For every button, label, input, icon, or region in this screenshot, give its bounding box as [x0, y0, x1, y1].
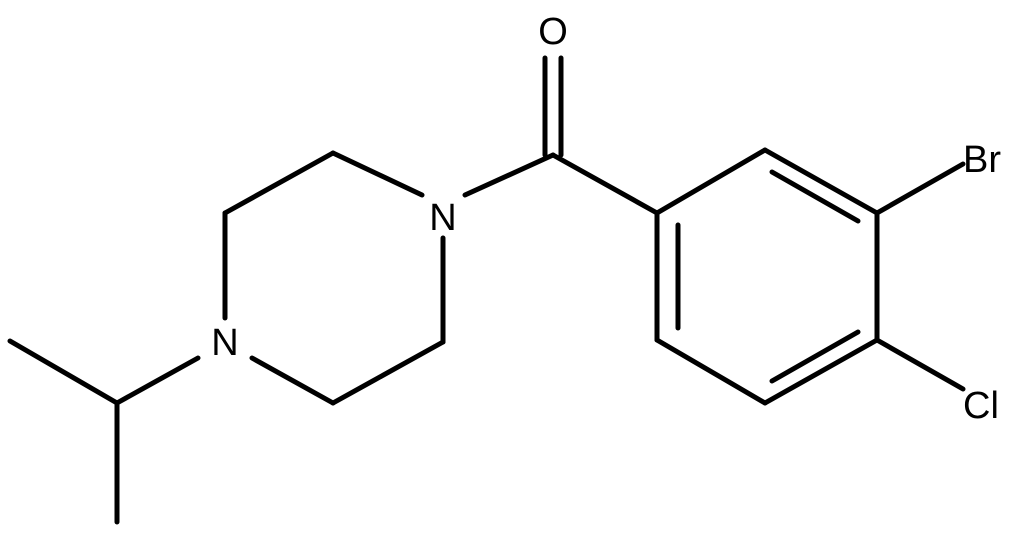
piperazine-bond-4 [249, 355, 336, 406]
nitrogen-isopropyl-label: N [211, 322, 238, 364]
piperazine-bond-1 [330, 150, 425, 198]
ring-to-cl-bond [874, 337, 966, 392]
carbonyl-to-ring-bond [550, 152, 660, 216]
n-to-isopropyl-bond [114, 355, 201, 406]
isopropyl-methyl-bond-1 [7, 338, 120, 406]
benzene-bond-2 [762, 147, 880, 216]
benzene-bond-1 [654, 147, 768, 216]
bromine-label: Br [963, 139, 1001, 181]
benzene-bond-5 [654, 337, 768, 406]
piperazine-bond-2 [222, 150, 336, 216]
nitrogen-carbonyl-label: N [429, 197, 456, 239]
bonds [7, 55, 966, 525]
piperazine-bond-5 [330, 339, 446, 406]
oxygen-label: O [538, 11, 568, 53]
benzene-bond-4-inner [769, 329, 861, 384]
ring-to-br-bond [874, 161, 966, 216]
chlorine-label: Cl [963, 385, 999, 427]
carbonyl-to-n-bond [462, 152, 556, 198]
benzene-bond-2-inner [769, 169, 861, 224]
benzene-bond-4 [762, 337, 880, 406]
atom-labels: O N N Br Cl [211, 11, 1001, 427]
